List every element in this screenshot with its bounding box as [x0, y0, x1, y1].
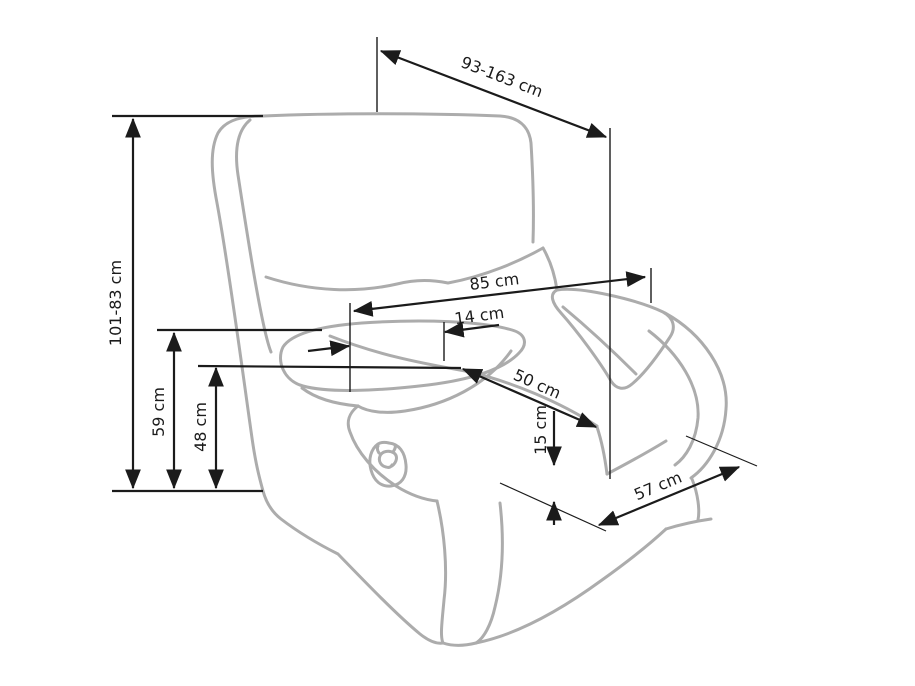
- label-total-width: 85 cm: [468, 269, 520, 294]
- chair-seat-front-corner: [595, 425, 609, 476]
- dim-arrow-armrest-width-right: [443, 321, 500, 338]
- recline-lever-handle-icon: [375, 443, 398, 469]
- label-seat-height: 48 cm: [191, 402, 210, 452]
- chair-right-armrest-pad: [550, 287, 675, 390]
- chair-seat-front-edge: [328, 334, 599, 428]
- label-seat-width: 50 cm: [511, 365, 564, 403]
- chair-sketch: [210, 112, 728, 647]
- label-armrest-height: 59 cm: [149, 387, 168, 437]
- chair-seat-base-edge: [605, 439, 668, 476]
- dimension-labels: 93-163 cm 101-83 cm 85 cm 14 cm 59 cm 48…: [106, 53, 685, 505]
- dim-arrow-seat-depth: [597, 465, 741, 527]
- ext-seat-top: [197, 364, 462, 370]
- chair-base-right-corner: [664, 517, 713, 531]
- chair-footrest-bottom: [441, 641, 478, 647]
- chair-left-armrest-pad: [279, 319, 526, 392]
- recline-lever-icon: [368, 440, 408, 488]
- label-seat-depth: 57 cm: [631, 468, 684, 505]
- dimension-lines: [112, 37, 758, 532]
- chair-base-bottom-edge: [474, 527, 668, 645]
- label-height-range: 101-83 cm: [106, 260, 125, 346]
- chair-left-armrest-body: [356, 349, 513, 414]
- label-base-clearance: 15 cm: [531, 405, 550, 455]
- dim-arrow-total-width: [352, 271, 647, 317]
- chair-right-armrest-outer-arc: [663, 311, 728, 480]
- chair-footrest-outer: [435, 499, 448, 645]
- chair-left-armrest-front: [346, 404, 439, 503]
- chair-footrest-inner: [474, 501, 504, 645]
- ext-base-rear: [685, 435, 758, 467]
- chair-backrest-top: [261, 112, 535, 244]
- chair-left-silhouette: [210, 114, 445, 645]
- chair-right-armrest-inner-arc: [647, 329, 700, 467]
- dim-arrow-extended-depth: [379, 49, 608, 139]
- dim-arrow-armrest-width-left: [307, 340, 351, 357]
- chair-seatback-connector: [541, 246, 559, 292]
- chair-left-armrest-underline: [300, 386, 360, 408]
- chair-backrest-piping: [235, 118, 273, 354]
- label-extended-depth: 93-163 cm: [458, 53, 545, 102]
- dim-arrow-seat-width: [461, 367, 598, 429]
